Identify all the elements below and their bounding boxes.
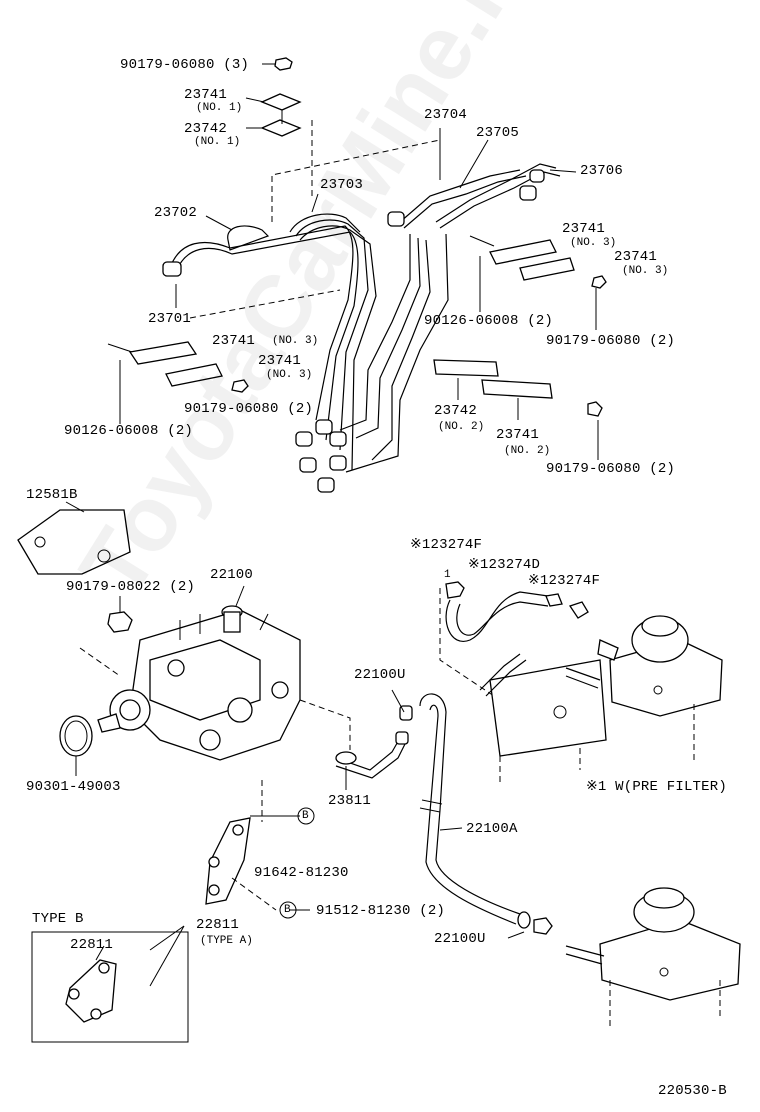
injection-pipe-bundle-icon: [169, 163, 561, 473]
part-label: 90179-06080 (2): [546, 461, 676, 477]
part-label: 22100U: [434, 931, 486, 947]
part-sublabel: (NO. 3): [570, 237, 617, 249]
o-ring-icon: [59, 715, 93, 757]
fuel-filter-assembly-icon: [479, 615, 723, 786]
note-mark: 1: [444, 569, 451, 581]
fuel-hose-short-icon: [335, 705, 413, 779]
part-label: 22811: [196, 917, 240, 933]
part-label: 23704: [424, 107, 468, 123]
part-sublabel: (TYPE A): [200, 935, 253, 947]
part-label: 91512-81230 (2): [316, 903, 446, 919]
type-b-box: [31, 931, 189, 1043]
part-label: 22100A: [466, 821, 518, 837]
ref-b-circle: [297, 807, 315, 825]
part-label: 23741: [184, 87, 228, 103]
part-label: 23705: [476, 125, 520, 141]
part-sublabel: (NO. 2): [438, 421, 485, 433]
pump-bracket-type-a-icon: [205, 780, 277, 911]
ref-b-circle: [279, 901, 297, 919]
part-label: 23706: [580, 163, 624, 179]
pipe-clamp-no3-left-icon: [107, 341, 249, 393]
part-label: 23741: [614, 249, 658, 265]
part-label: 23703: [320, 177, 364, 193]
type-b-title: TYPE B: [32, 911, 84, 927]
part-label: 23742: [184, 121, 228, 137]
part-label: 23741: [496, 427, 540, 443]
part-sublabel: (NO. 3): [622, 265, 669, 277]
part-sublabel: (NO. 2): [504, 445, 551, 457]
pump-nut-icon: [107, 596, 133, 633]
part-sublabel: (NO. 1): [196, 102, 243, 114]
pipe-clamp-no3-icon: [469, 235, 607, 289]
part-label: 22100: [210, 567, 254, 583]
part-label: 23741: [562, 221, 606, 237]
ref-b-letter: B: [302, 810, 309, 822]
injection-pump-icon: [97, 605, 301, 761]
leader-lines: [65, 128, 599, 939]
part-label: 90179-06080 (3): [120, 57, 250, 73]
part-sublabel: (NO. 3): [272, 335, 319, 347]
pre-filter-note: ※1 W(PRE FILTER): [586, 779, 727, 795]
nut-icon: [262, 57, 293, 71]
part-label: 12581B: [26, 487, 78, 503]
part-label: 90126-06008 (2): [64, 423, 194, 439]
part-label: 90179-08022 (2): [66, 579, 196, 595]
part-label: ※123274D: [468, 557, 541, 573]
part-label: 90179-06080 (2): [546, 333, 676, 349]
part-sublabel: (NO. 3): [266, 369, 313, 381]
part-label: 22811: [70, 937, 114, 953]
pipe-clamp-no1-icon: [245, 93, 313, 200]
part-label: 23741: [258, 353, 302, 369]
part-label: 23811: [328, 793, 372, 809]
pipe-clamp-no2-icon: [433, 359, 603, 417]
fuel-hose-main-icon: [419, 693, 553, 935]
pipe-nut-icon: [162, 169, 545, 493]
part-label: ※123274F: [528, 573, 601, 589]
pump-cover-icon: [17, 509, 131, 575]
part-label: 90126-06008 (2): [424, 313, 554, 329]
part-label: 91642-81230: [254, 865, 349, 881]
part-label: ※123274F: [410, 537, 483, 553]
part-label: 23701: [148, 311, 192, 327]
fuel-filter-lower-icon: [565, 887, 741, 1030]
ref-b-letter: B: [284, 904, 291, 916]
part-label: 23742: [434, 403, 478, 419]
diagram-code: 220530-B: [658, 1083, 727, 1099]
part-label: 22100U: [354, 667, 406, 683]
fuel-hose-upper-icon: [445, 581, 589, 642]
part-sublabel: (NO. 1): [194, 136, 241, 148]
part-label: 23702: [154, 205, 198, 221]
part-label: 90179-06080 (2): [184, 401, 314, 417]
part-label: 23741: [212, 333, 256, 349]
part-label: 90301-49003: [26, 779, 121, 795]
pump-bracket-type-b-icon: [65, 959, 117, 1023]
